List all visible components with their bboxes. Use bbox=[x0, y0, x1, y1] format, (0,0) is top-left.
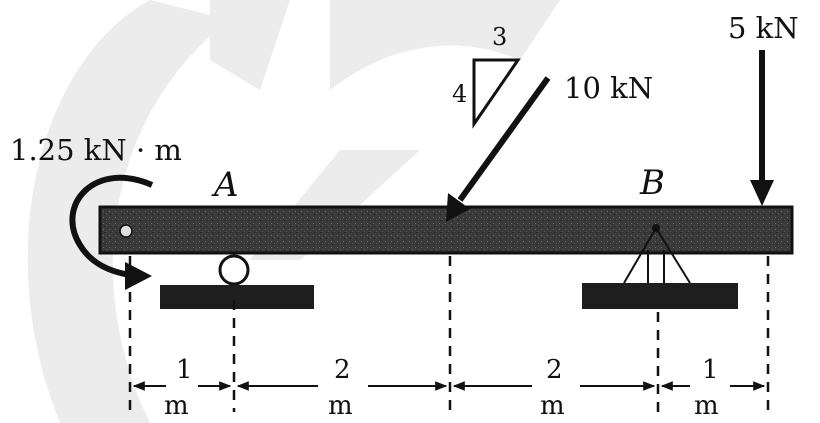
moment-label: 1.25 kN · m bbox=[10, 133, 182, 167]
vertical-force-label: 5 kN bbox=[728, 11, 799, 45]
dimension-2-value: 2 bbox=[334, 355, 351, 385]
dimension-3-unit: m bbox=[540, 391, 565, 421]
moment-arrow bbox=[69, 174, 154, 290]
dimension-4-value: 1 bbox=[702, 355, 719, 385]
support-b-pin bbox=[582, 224, 738, 309]
dimension-2-unit: m bbox=[328, 391, 353, 421]
force-vertical bbox=[750, 50, 774, 206]
support-b-label: B bbox=[639, 163, 665, 203]
support-a-roller bbox=[160, 254, 314, 309]
support-a-label: A bbox=[211, 165, 239, 205]
dimension-4-unit: m bbox=[694, 391, 719, 421]
dimension-1-unit: m bbox=[164, 391, 189, 421]
force-inclined bbox=[446, 76, 551, 222]
beam bbox=[98, 205, 794, 255]
pin-hole bbox=[119, 224, 133, 238]
slope-horizontal-label: 3 bbox=[492, 23, 507, 51]
reference-lines bbox=[128, 256, 770, 412]
slope-triangle bbox=[472, 58, 521, 129]
dimension-3-value: 2 bbox=[546, 355, 563, 385]
slope-vertical-label: 4 bbox=[452, 80, 467, 108]
dimension-1-value: 1 bbox=[176, 355, 193, 385]
inclined-force-label: 10 kN bbox=[564, 71, 653, 105]
